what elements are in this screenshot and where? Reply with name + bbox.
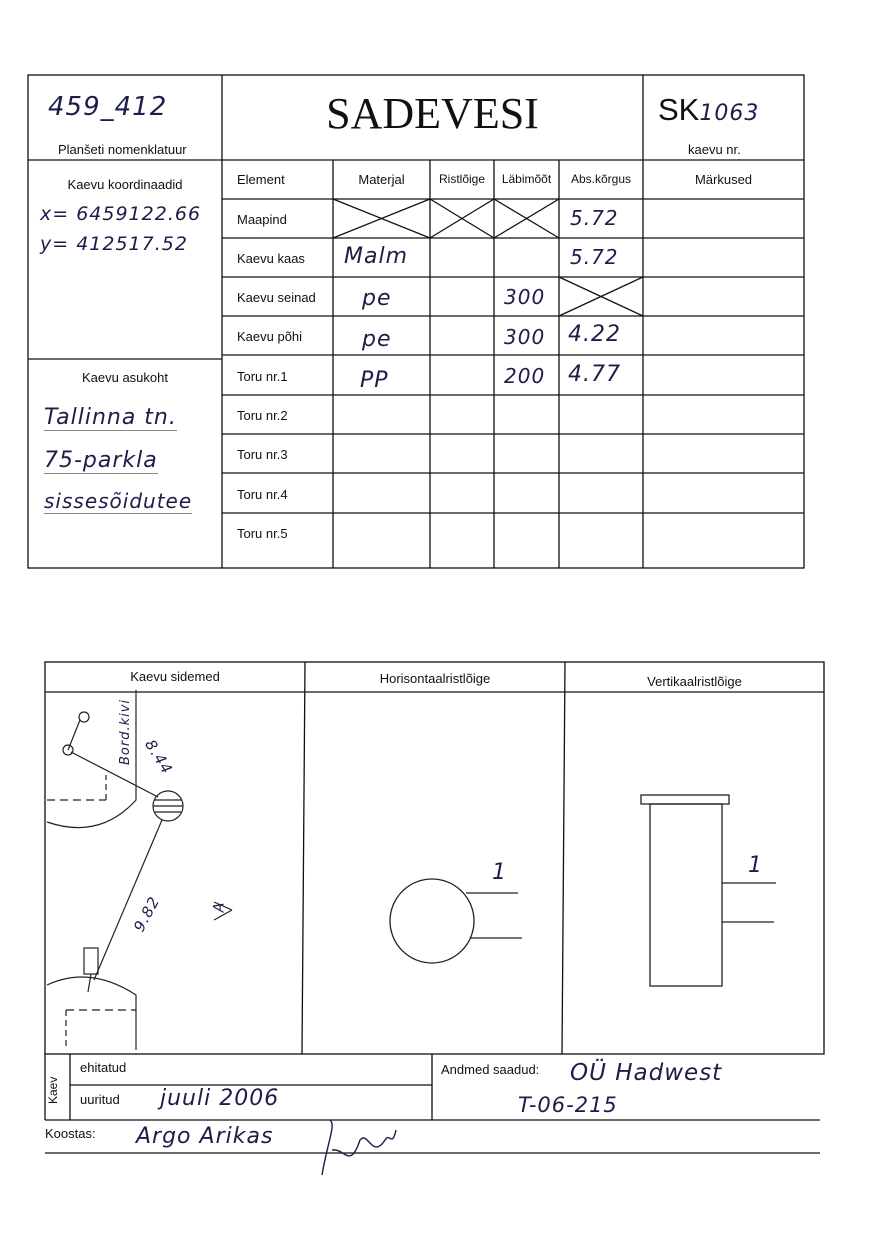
well-number-label: kaevu nr. <box>688 142 741 157</box>
col-header-markused: Märkused <box>694 172 753 187</box>
row-element: Toru nr.3 <box>237 447 288 462</box>
location-label: Kaevu asukoht <box>81 370 168 385</box>
col-header-abs-korgus: Abs.kõrgus <box>570 172 632 186</box>
nomenclature-value: 459_412 <box>48 92 168 122</box>
curb-label: Bord.kivi <box>118 698 133 765</box>
data-source-label: Andmed saadud: <box>441 1062 540 1077</box>
well-number-group: SK1063 <box>658 92 759 128</box>
form-title: SADEVESI <box>326 89 539 138</box>
row-abs-height: 4.77 <box>568 362 621 387</box>
location-line-1: Tallinna tn. <box>44 405 177 431</box>
well-number: 1063 <box>699 101 760 126</box>
data-source-reference: T-06-215 <box>518 1093 618 1117</box>
surveyed-label: uuritud <box>80 1092 120 1107</box>
row-abs-height: 4.22 <box>568 322 621 347</box>
well-prefix: SK <box>658 92 700 127</box>
ties-sketch <box>46 690 233 1050</box>
col-header-element: Element <box>237 172 285 187</box>
row-element: Toru nr.2 <box>237 408 288 423</box>
location-line-3: sissesõidutee <box>44 489 193 514</box>
pipe-label-horizontal: 1 <box>492 860 507 885</box>
col-header-labimoot: Läbimõõt <box>501 172 552 186</box>
row-abs-height: 5.72 <box>570 245 619 269</box>
surveyed-date: juuli 2006 <box>160 1086 280 1111</box>
row-element: Kaevu põhi <box>237 329 303 344</box>
row-element: Kaevu seinad <box>237 290 316 305</box>
location-line-2: 75-parkla <box>44 448 158 474</box>
row-element: Toru nr.1 <box>237 369 288 384</box>
col-header-ristloige: Ristlõige <box>438 172 486 186</box>
horizontal-section-header: Horisontaalristlõige <box>379 671 491 686</box>
row-abs-height: 5.72 <box>570 206 619 230</box>
nomenclature-label: Planšeti nomenklatuur <box>58 142 187 157</box>
ties-header: Kaevu sidemed <box>130 669 220 684</box>
row-material: Malm <box>344 244 409 269</box>
row-diameter: 200 <box>504 364 546 388</box>
row-material: pe <box>362 327 392 352</box>
row-material: PP <box>360 368 389 393</box>
row-diameter: 300 <box>504 325 546 349</box>
vertical-section-header: Vertikaalristlõige <box>647 674 742 689</box>
signature-scribble <box>321 1119 397 1176</box>
row-element: Toru nr.4 <box>237 487 288 502</box>
pipe-label-vertical: 1 <box>748 853 763 878</box>
coordinates-label: Kaevu koordinaadid <box>67 177 183 192</box>
row-material: pe <box>362 286 392 311</box>
vertical-section-drawing <box>640 794 776 987</box>
coordinate-x: x= 6459122.66 <box>40 203 202 225</box>
row-element: Toru nr.5 <box>237 526 288 541</box>
col-header-materjal: Materjal <box>358 172 405 187</box>
compiled-by-name: Argo Arikas <box>136 1124 274 1149</box>
data-source-company: OÜ Hadwest <box>570 1060 723 1086</box>
kaev-label: Kaev <box>46 1076 60 1104</box>
coordinate-y: y= 412517.52 <box>40 233 188 255</box>
row-diameter: 300 <box>504 285 546 309</box>
row-element: Kaevu kaas <box>237 251 305 266</box>
built-label: ehitatud <box>80 1060 127 1075</box>
direction-arrow-label: A <box>211 901 228 913</box>
horizontal-section-drawing <box>389 878 522 964</box>
compiled-by-label: Koostas: <box>45 1126 96 1141</box>
row-element: Maapind <box>237 212 287 227</box>
